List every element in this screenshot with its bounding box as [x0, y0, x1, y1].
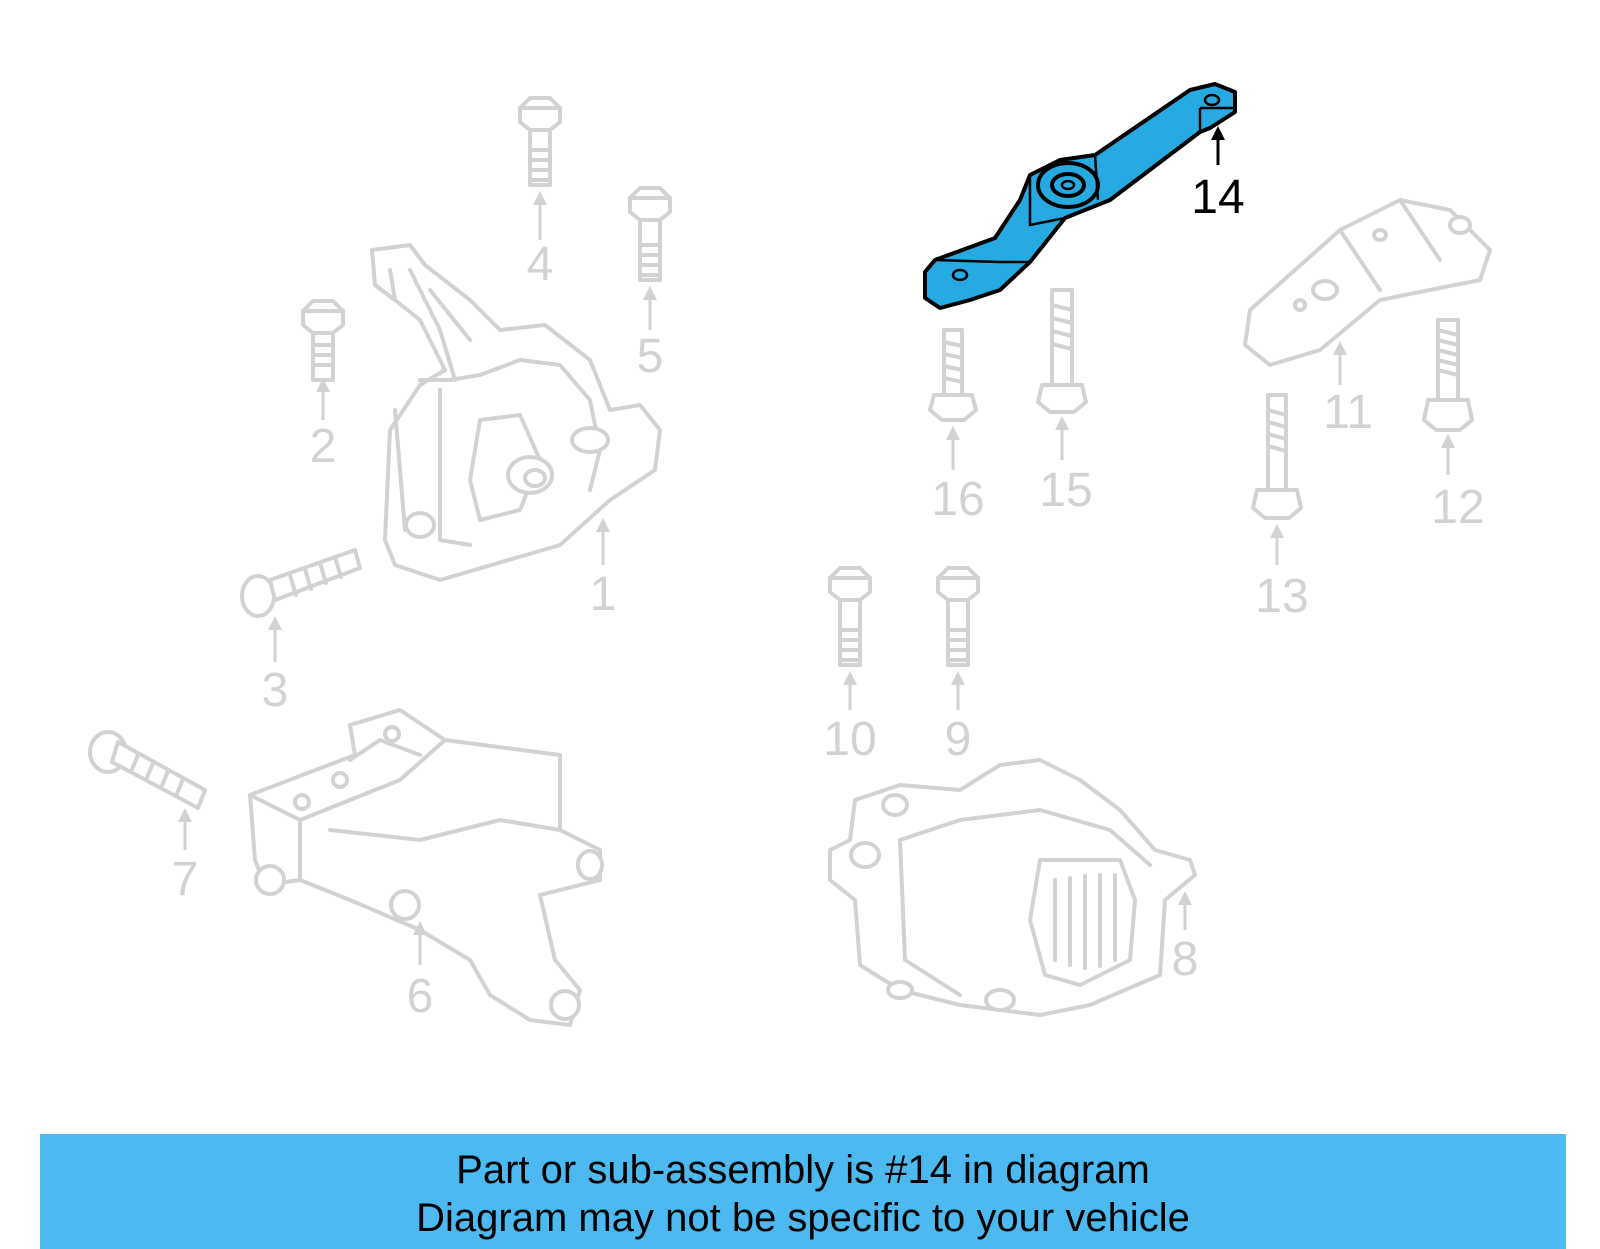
- callout-16: 16: [931, 473, 984, 526]
- callout-14: 14: [1191, 171, 1244, 224]
- callout-11: 11: [1323, 386, 1373, 439]
- parts-diagram: 1 2 3 4 5 6 7 8 9 10 11 12 13 14 15 16: [88, 82, 1492, 1027]
- part-2-bolt[interactable]: [301, 299, 345, 382]
- callout-1: 1: [590, 568, 617, 621]
- part-6-bracket[interactable]: [248, 708, 604, 1027]
- part-5-bolt[interactable]: [628, 186, 672, 282]
- part-10-bolt[interactable]: [828, 566, 872, 667]
- part-9-bolt[interactable]: [936, 566, 980, 667]
- part-14-torque-arm[interactable]: [923, 82, 1237, 310]
- part-15-bolt[interactable]: [1036, 288, 1088, 414]
- callout-9: 9: [945, 713, 972, 766]
- callout-13: 13: [1255, 570, 1308, 623]
- callout-2: 2: [310, 420, 337, 473]
- callout-6: 6: [407, 970, 434, 1023]
- part-3-bolt[interactable]: [240, 548, 362, 618]
- callout-labels: 1 2 3 4 5 6 7 8 9 10 11 12 13 14 15 16: [172, 171, 1485, 1023]
- part-11-bracket[interactable]: [1243, 198, 1492, 367]
- banner-disclaimer-line: Diagram may not be specific to your vehi…: [416, 1196, 1190, 1240]
- part-1-engine-mount[interactable]: [370, 243, 662, 582]
- callout-7: 7: [172, 853, 199, 906]
- callout-3: 3: [262, 664, 289, 717]
- banner-part-line: Part or sub-assembly is #14 in diagram: [456, 1148, 1150, 1192]
- callout-12: 12: [1431, 481, 1484, 534]
- part-7-bolt[interactable]: [88, 730, 207, 810]
- callout-15: 15: [1039, 464, 1092, 517]
- part-12-bolt[interactable]: [1422, 318, 1474, 432]
- leader-lines: [178, 126, 1455, 965]
- part-16-bolt[interactable]: [928, 328, 978, 422]
- part-13-bolt[interactable]: [1251, 393, 1303, 520]
- callout-8: 8: [1172, 933, 1199, 986]
- callout-10: 10: [823, 713, 876, 766]
- callout-4: 4: [527, 238, 554, 291]
- callout-5: 5: [637, 330, 664, 383]
- info-banner: Part or sub-assembly is #14 in diagram D…: [40, 1134, 1566, 1249]
- part-8-transmission-mount[interactable]: [828, 758, 1197, 1017]
- part-4-bolt[interactable]: [518, 96, 562, 187]
